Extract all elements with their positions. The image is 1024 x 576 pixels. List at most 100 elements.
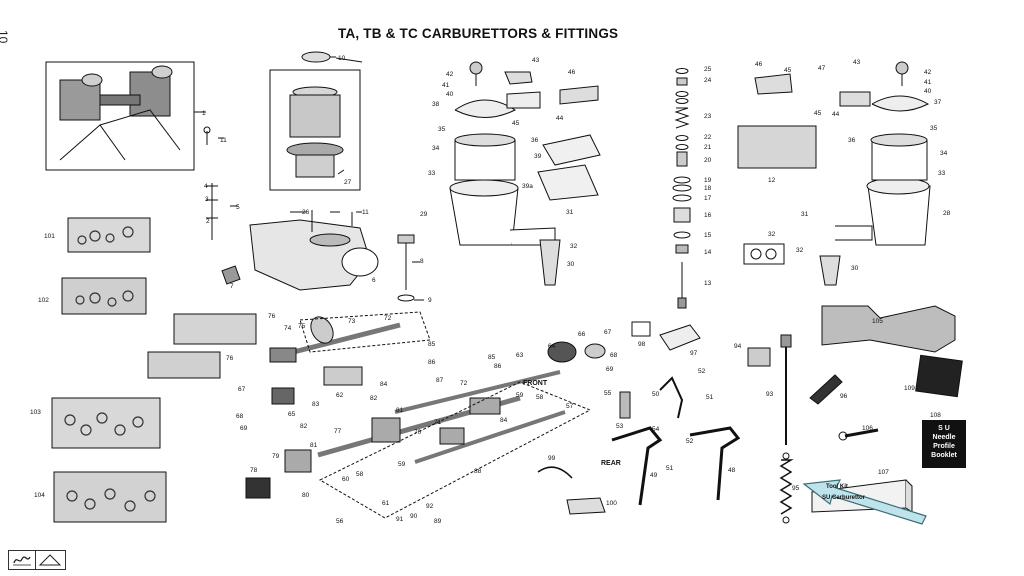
page-title: TA, TB & TC CARBURETTORS & FITTINGS (338, 26, 619, 41)
svg-text:18: 18 (704, 185, 712, 192)
svg-text:12: 12 (768, 177, 776, 184)
svg-text:100: 100 (606, 500, 617, 507)
svg-text:1: 1 (202, 110, 206, 117)
svg-text:33: 33 (428, 170, 436, 177)
svg-text:60: 60 (342, 476, 350, 483)
booklet-line: S U (938, 425, 950, 432)
svg-text:84: 84 (380, 381, 388, 388)
svg-text:40: 40 (446, 91, 454, 98)
svg-text:80: 80 (302, 492, 310, 499)
svg-text:69: 69 (606, 366, 614, 373)
svg-text:9: 9 (428, 297, 432, 304)
svg-text:92: 92 (426, 503, 434, 510)
booklet-line: Needle (932, 434, 956, 441)
svg-text:68: 68 (610, 352, 618, 359)
svg-text:17: 17 (704, 195, 712, 202)
svg-text:24: 24 (704, 77, 712, 84)
svg-text:78: 78 (250, 467, 258, 474)
svg-text:32: 32 (570, 243, 578, 250)
svg-text:59: 59 (398, 461, 406, 468)
svg-text:35: 35 (930, 125, 938, 132)
svg-text:107: 107 (878, 469, 889, 476)
svg-text:53: 53 (616, 423, 624, 430)
svg-text:30: 30 (567, 261, 575, 268)
svg-text:85: 85 (428, 341, 436, 348)
svg-text:41: 41 (924, 79, 932, 86)
svg-text:51: 51 (706, 394, 714, 401)
svg-text:34: 34 (432, 145, 440, 152)
svg-text:31: 31 (801, 211, 809, 218)
svg-text:86: 86 (428, 359, 436, 366)
svg-text:10: 10 (338, 55, 346, 62)
svg-text:46: 46 (568, 69, 576, 76)
svg-text:16: 16 (704, 212, 712, 219)
svg-text:109: 109 (904, 385, 915, 392)
photo-small-parts-12 (737, 125, 817, 169)
svg-text:69: 69 (240, 425, 248, 432)
svg-text:73: 73 (348, 318, 356, 325)
carburettor-body-6 (249, 219, 379, 291)
svg-text:28: 28 (943, 210, 951, 217)
photo-gasket-kit-103 (51, 397, 161, 449)
svg-text:14: 14 (704, 249, 712, 256)
svg-text:45: 45 (512, 120, 520, 127)
svg-text:72: 72 (460, 380, 468, 387)
svg-text:97: 97 (690, 350, 698, 357)
svg-text:103: 103 (30, 409, 41, 416)
svg-text:13: 13 (704, 280, 712, 287)
svg-text:83: 83 (312, 401, 320, 408)
svg-text:21: 21 (704, 144, 712, 151)
triangle-icon[interactable] (36, 551, 65, 569)
svg-text:82: 82 (300, 423, 308, 430)
svg-text:33: 33 (938, 170, 946, 177)
svg-text:87: 87 (436, 377, 444, 384)
svg-text:48: 48 (728, 467, 736, 474)
svg-text:93: 93 (766, 391, 774, 398)
svg-text:3: 3 (205, 196, 209, 203)
svg-text:2: 2 (206, 218, 210, 225)
svg-text:95: 95 (792, 485, 800, 492)
tool-kit-subtitle: SU Carburettor (822, 495, 866, 501)
svg-text:7: 7 (230, 283, 234, 290)
photo-gasket-kit-101 (67, 217, 151, 253)
svg-text:52: 52 (698, 368, 706, 375)
svg-text:82: 82 (370, 395, 378, 402)
booklet-line: Booklet (931, 452, 957, 459)
svg-text:5: 5 (236, 204, 240, 211)
annotation-toolbar[interactable] (8, 550, 66, 570)
highlight-arrow (802, 479, 927, 525)
svg-text:31: 31 (566, 209, 574, 216)
tool-kit-label: Tool Kit (826, 484, 848, 490)
svg-text:47: 47 (818, 65, 826, 72)
photo-gasket-76 (173, 313, 257, 345)
svg-text:101: 101 (44, 233, 55, 240)
svg-text:81: 81 (310, 442, 318, 449)
svg-text:44: 44 (832, 111, 840, 118)
float-chamber-28 (819, 95, 931, 286)
svg-text:99: 99 (548, 455, 556, 462)
svg-text:96: 96 (840, 393, 848, 400)
svg-text:26: 26 (302, 209, 310, 216)
svg-text:55: 55 (604, 390, 612, 397)
svg-text:104: 104 (34, 492, 45, 499)
svg-text:62: 62 (336, 392, 344, 399)
svg-text:89: 89 (434, 518, 442, 525)
svg-text:68: 68 (236, 413, 244, 420)
svg-text:32: 32 (768, 231, 776, 238)
svg-text:27: 27 (344, 179, 352, 186)
float-chamber-29 (449, 99, 561, 286)
svg-text:45: 45 (784, 67, 792, 74)
front-label: FRONT (523, 380, 548, 387)
svg-text:86: 86 (494, 363, 502, 370)
svg-text:22: 22 (704, 134, 712, 141)
svg-text:58: 58 (536, 394, 544, 401)
svg-text:77: 77 (334, 428, 342, 435)
signature-icon[interactable] (9, 551, 36, 569)
photo-twin-carburettors (45, 61, 195, 171)
svg-text:59: 59 (516, 392, 524, 399)
svg-text:67: 67 (238, 386, 246, 393)
svg-text:41: 41 (442, 82, 450, 89)
svg-text:6: 6 (372, 277, 376, 284)
svg-text:81: 81 (396, 407, 404, 414)
